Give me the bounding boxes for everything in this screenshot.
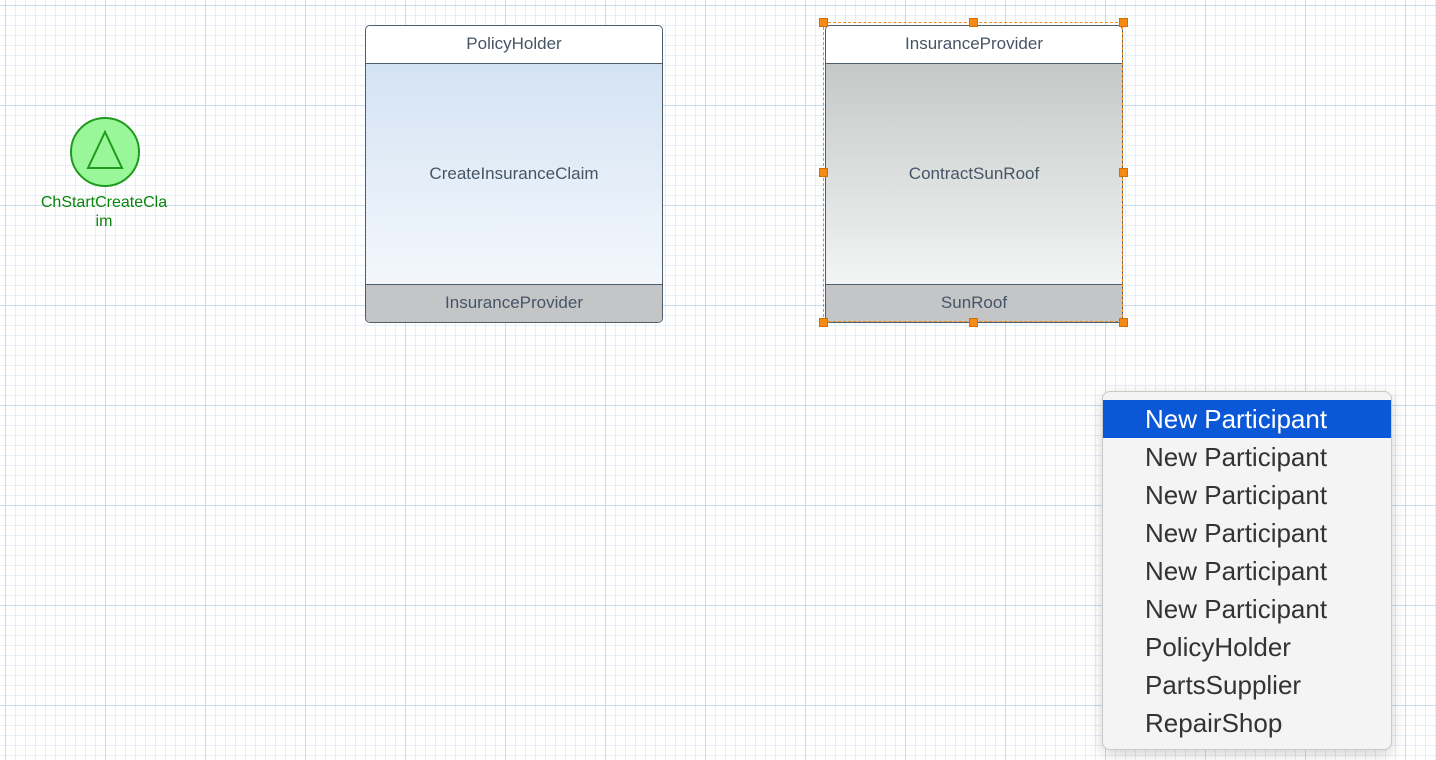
menu-item-new-participant[interactable]: New Participant [1145,594,1328,624]
initiating-participant-band[interactable]: InsuranceProvider [826,26,1122,64]
choreography-task-create-insurance-claim[interactable]: PolicyHolder CreateInsuranceClaim Insura… [365,25,663,323]
resize-handle-top[interactable] [969,18,978,27]
menu-item-repair-shop[interactable]: RepairShop [1145,708,1283,738]
menu-item-policy-holder[interactable]: PolicyHolder [1145,632,1291,662]
menu-item-new-participant[interactable]: New Participant [1145,556,1328,586]
resize-handle-right[interactable] [1119,168,1128,177]
task-name: CreateInsuranceClaim [366,64,662,284]
receiving-participant-band[interactable]: InsuranceProvider [366,284,662,322]
resize-handle-top-left[interactable] [819,18,828,27]
resize-handle-top-right[interactable] [1119,18,1128,27]
initiating-participant-band[interactable]: PolicyHolder [366,26,662,64]
menu-item-new-participant[interactable]: New Participant [1145,480,1328,510]
resize-handle-bottom[interactable] [969,318,978,327]
menu-item-parts-supplier[interactable]: PartsSupplier [1145,670,1302,700]
menu-item-new-participant[interactable]: New Participant [1145,442,1328,472]
participant-context-menu: New Participant New Participant New Part… [1102,391,1392,750]
choreography-task-contract-sun-roof[interactable]: InsuranceProvider ContractSunRoof SunRoo… [825,25,1123,323]
receiving-participant-band[interactable]: SunRoof [826,284,1122,322]
resize-handle-left[interactable] [819,168,828,177]
resize-handle-bottom-right[interactable] [1119,318,1128,327]
resize-handle-bottom-left[interactable] [819,318,828,327]
menu-item-new-participant[interactable]: New Participant [1145,518,1328,548]
start-event-circle[interactable] [70,117,140,187]
task-name: ContractSunRoof [826,64,1122,284]
triangle-icon [86,129,124,169]
menu-item-new-participant[interactable]: New Participant [1103,400,1391,438]
start-event[interactable]: ChStartCreateClaim [40,117,170,231]
start-event-label: ChStartCreateClaim [40,194,168,230]
